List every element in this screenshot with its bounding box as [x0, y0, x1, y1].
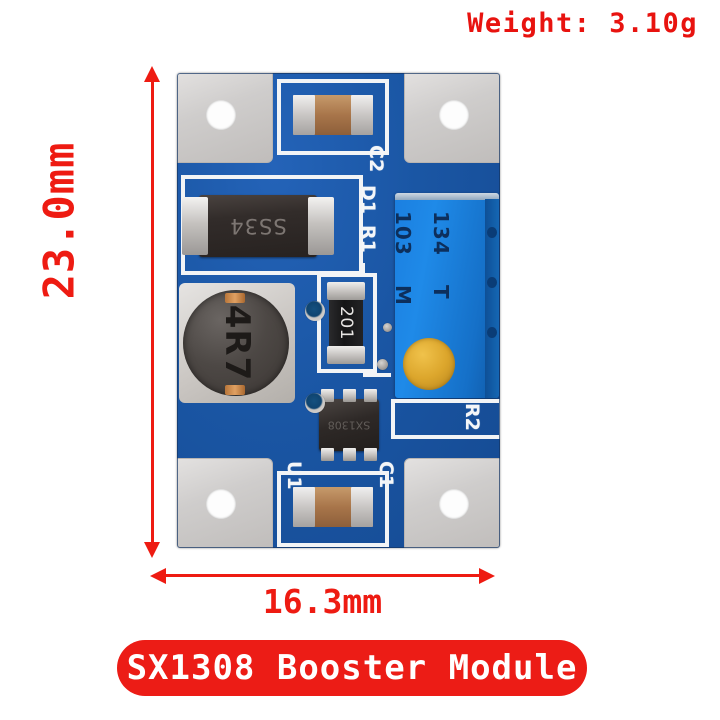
ic-pin — [364, 389, 377, 402]
title-banner-text: SX1308 Booster Module — [126, 648, 578, 688]
diode-lead — [308, 197, 334, 255]
mounting-pad-bottom-left — [177, 458, 273, 548]
width-dimension-arrow — [150, 566, 495, 586]
via-test-point — [305, 301, 325, 321]
inductor-wire — [225, 293, 245, 303]
silkscreen-outline-r1 — [317, 273, 377, 373]
mounting-pad-top-right — [404, 73, 500, 163]
trimpot-notch — [487, 277, 497, 288]
silkscreen-outline-r2 — [391, 399, 500, 439]
silkscreen-label-c2: C2 — [365, 145, 387, 173]
capacitor-terminal — [293, 487, 315, 527]
trimpot-marking-t: T — [429, 285, 453, 300]
trimpot-notch — [487, 227, 497, 238]
via — [377, 359, 388, 370]
mounting-hole — [439, 489, 469, 519]
silkscreen-outline-c2 — [277, 79, 389, 155]
resistor-terminal — [327, 282, 365, 300]
diode-d1: SS34 — [182, 195, 334, 257]
height-dimension-label: 23.0mm — [34, 141, 84, 300]
ic-pin — [343, 389, 356, 402]
mounting-pad-top-left — [177, 73, 273, 163]
trimpot-marking-value: 103 — [395, 211, 415, 256]
trimpot-notch — [487, 327, 497, 338]
mounting-pad-bottom-right — [404, 458, 500, 548]
arrow-shaft-horizontal — [163, 574, 482, 577]
height-dimension-arrow — [142, 66, 162, 558]
silkscreen-stroke — [363, 373, 391, 377]
ic-body — [319, 399, 379, 451]
diode-lead — [182, 197, 208, 255]
trimmer-potentiometer[interactable]: 103 134 M T — [395, 193, 499, 398]
inductor-marking-text: 4R7 — [217, 304, 257, 382]
via-test-point — [305, 393, 325, 413]
trimpot-marking-code: 134 — [429, 211, 453, 256]
ic-marking-text: SX1308 — [327, 418, 371, 432]
pcb-board-image: C2 SS34 D1 R1 4R7 201 SX1308 — [177, 73, 500, 548]
trimpot-marking-letter: M — [395, 285, 415, 306]
title-banner: SX1308 Booster Module — [117, 640, 587, 696]
silkscreen-label-d1: D1 — [357, 185, 379, 214]
weight-label: Weight: 3.10g — [467, 8, 698, 39]
ic-u1-sx1308: SX1308 — [319, 389, 379, 461]
mounting-hole — [206, 100, 236, 130]
mounting-hole — [439, 100, 469, 130]
arrow-shaft-vertical — [151, 77, 154, 547]
via — [383, 323, 392, 332]
arrow-head-up-icon — [144, 66, 160, 82]
capacitor-terminal — [293, 95, 315, 135]
silkscreen-stroke — [361, 263, 365, 277]
resistor-terminal — [327, 346, 365, 364]
trimpot-top-lip — [395, 193, 499, 200]
inductor-wire — [225, 385, 245, 395]
diode-marking-text: SS34 — [229, 214, 287, 238]
silkscreen-outline-c1 — [277, 471, 389, 547]
mounting-hole — [206, 489, 236, 519]
capacitor-c2 — [293, 95, 373, 135]
arrow-head-left-icon — [150, 567, 166, 584]
inductor-core — [183, 290, 289, 396]
width-dimension-label: 16.3mm — [262, 582, 383, 621]
resistor-marking-text: 201 — [336, 306, 356, 340]
ic-pin — [343, 448, 356, 461]
trimpot-adjust-screw[interactable] — [403, 338, 455, 390]
power-inductor: 4R7 — [179, 283, 295, 403]
capacitor-terminal — [351, 95, 373, 135]
arrow-head-down-icon — [144, 542, 160, 558]
silkscreen-label-r1: R1 — [357, 225, 379, 253]
trimpot-side-rail — [485, 199, 499, 398]
ic-pin — [364, 448, 377, 461]
silkscreen-label-r2: R2 — [461, 403, 483, 431]
capacitor-terminal — [351, 487, 373, 527]
ic-pin — [321, 448, 334, 461]
arrow-head-right-icon — [479, 567, 495, 584]
resistor-r1: 201 — [327, 282, 365, 364]
capacitor-c1 — [293, 487, 373, 527]
